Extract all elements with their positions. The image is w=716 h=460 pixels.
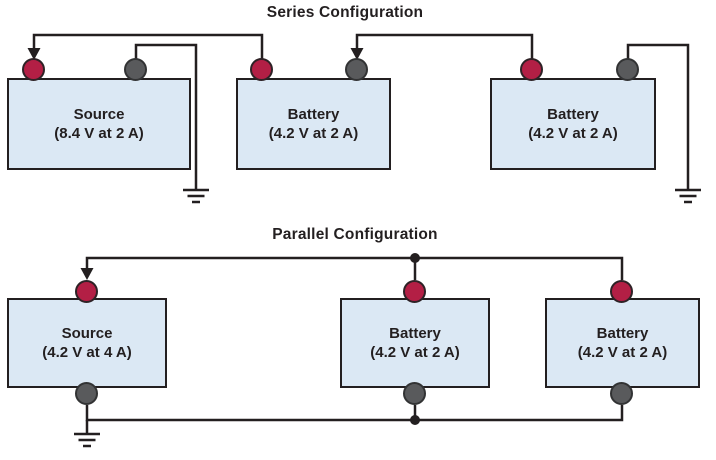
wire-source-negative-to-ground xyxy=(134,43,198,190)
ground-icon xyxy=(675,188,701,204)
negative-terminal xyxy=(616,58,639,81)
ground-icon xyxy=(74,432,100,448)
negative-terminal xyxy=(345,58,368,81)
box-spec: (4.2 V at 2 A) xyxy=(577,343,668,361)
wire-parallel-bottom-bus xyxy=(85,405,624,422)
box-label: Battery xyxy=(287,105,340,123)
box-label: Battery xyxy=(547,105,599,123)
parallel-junctions-and-arrow xyxy=(80,253,420,425)
box-spec: (8.4 V at 2 A) xyxy=(54,124,144,142)
wire-battery1-positive-to-source-positive xyxy=(32,33,264,60)
wire-battery2-positive-to-battery1-negative xyxy=(355,33,534,60)
parallel-battery2-box: Battery (4.2 V at 2 A) xyxy=(545,298,700,388)
negative-terminal xyxy=(124,58,147,81)
parallel-battery1-box: Battery (4.2 V at 2 A) xyxy=(340,298,490,388)
ground-icon xyxy=(183,188,209,204)
series-source-box: Source (8.4 V at 2 A) xyxy=(7,78,191,170)
parallel-wiring xyxy=(74,256,624,448)
negative-terminal xyxy=(610,382,633,405)
positive-terminal xyxy=(22,58,45,81)
positive-terminal xyxy=(75,280,98,303)
box-spec: (4.2 V at 2 A) xyxy=(528,124,618,142)
positive-terminal xyxy=(250,58,273,81)
current-arrow-icon xyxy=(27,48,41,60)
box-label: Source xyxy=(73,105,125,123)
box-label: Source xyxy=(61,324,113,342)
series-battery1-box: Battery (4.2 V at 2 A) xyxy=(236,78,391,170)
junction-dot xyxy=(410,415,420,425)
box-spec: (4.2 V at 2 A) xyxy=(370,343,460,361)
negative-terminal xyxy=(75,382,98,405)
positive-terminal xyxy=(520,58,543,81)
negative-terminal xyxy=(403,382,426,405)
series-configuration-title: Series Configuration xyxy=(266,4,424,21)
series-current-arrows xyxy=(27,48,364,60)
series-battery2-box: Battery (4.2 V at 2 A) xyxy=(490,78,656,170)
box-label: Battery xyxy=(389,324,441,342)
wire-parallel-top-bus xyxy=(85,256,624,280)
box-label: Battery xyxy=(596,324,649,342)
parallel-configuration-title: Parallel Configuration xyxy=(272,226,438,243)
junction-dot xyxy=(410,253,420,263)
wire-battery2-negative-to-ground xyxy=(626,43,690,190)
positive-terminal xyxy=(403,280,426,303)
series-wiring xyxy=(32,33,701,204)
positive-terminal xyxy=(610,280,633,303)
current-arrow-icon xyxy=(80,268,94,280)
box-spec: (4.2 V at 2 A) xyxy=(268,124,359,142)
box-spec: (4.2 V at 4 A) xyxy=(42,343,132,361)
current-arrow-icon xyxy=(350,48,364,60)
